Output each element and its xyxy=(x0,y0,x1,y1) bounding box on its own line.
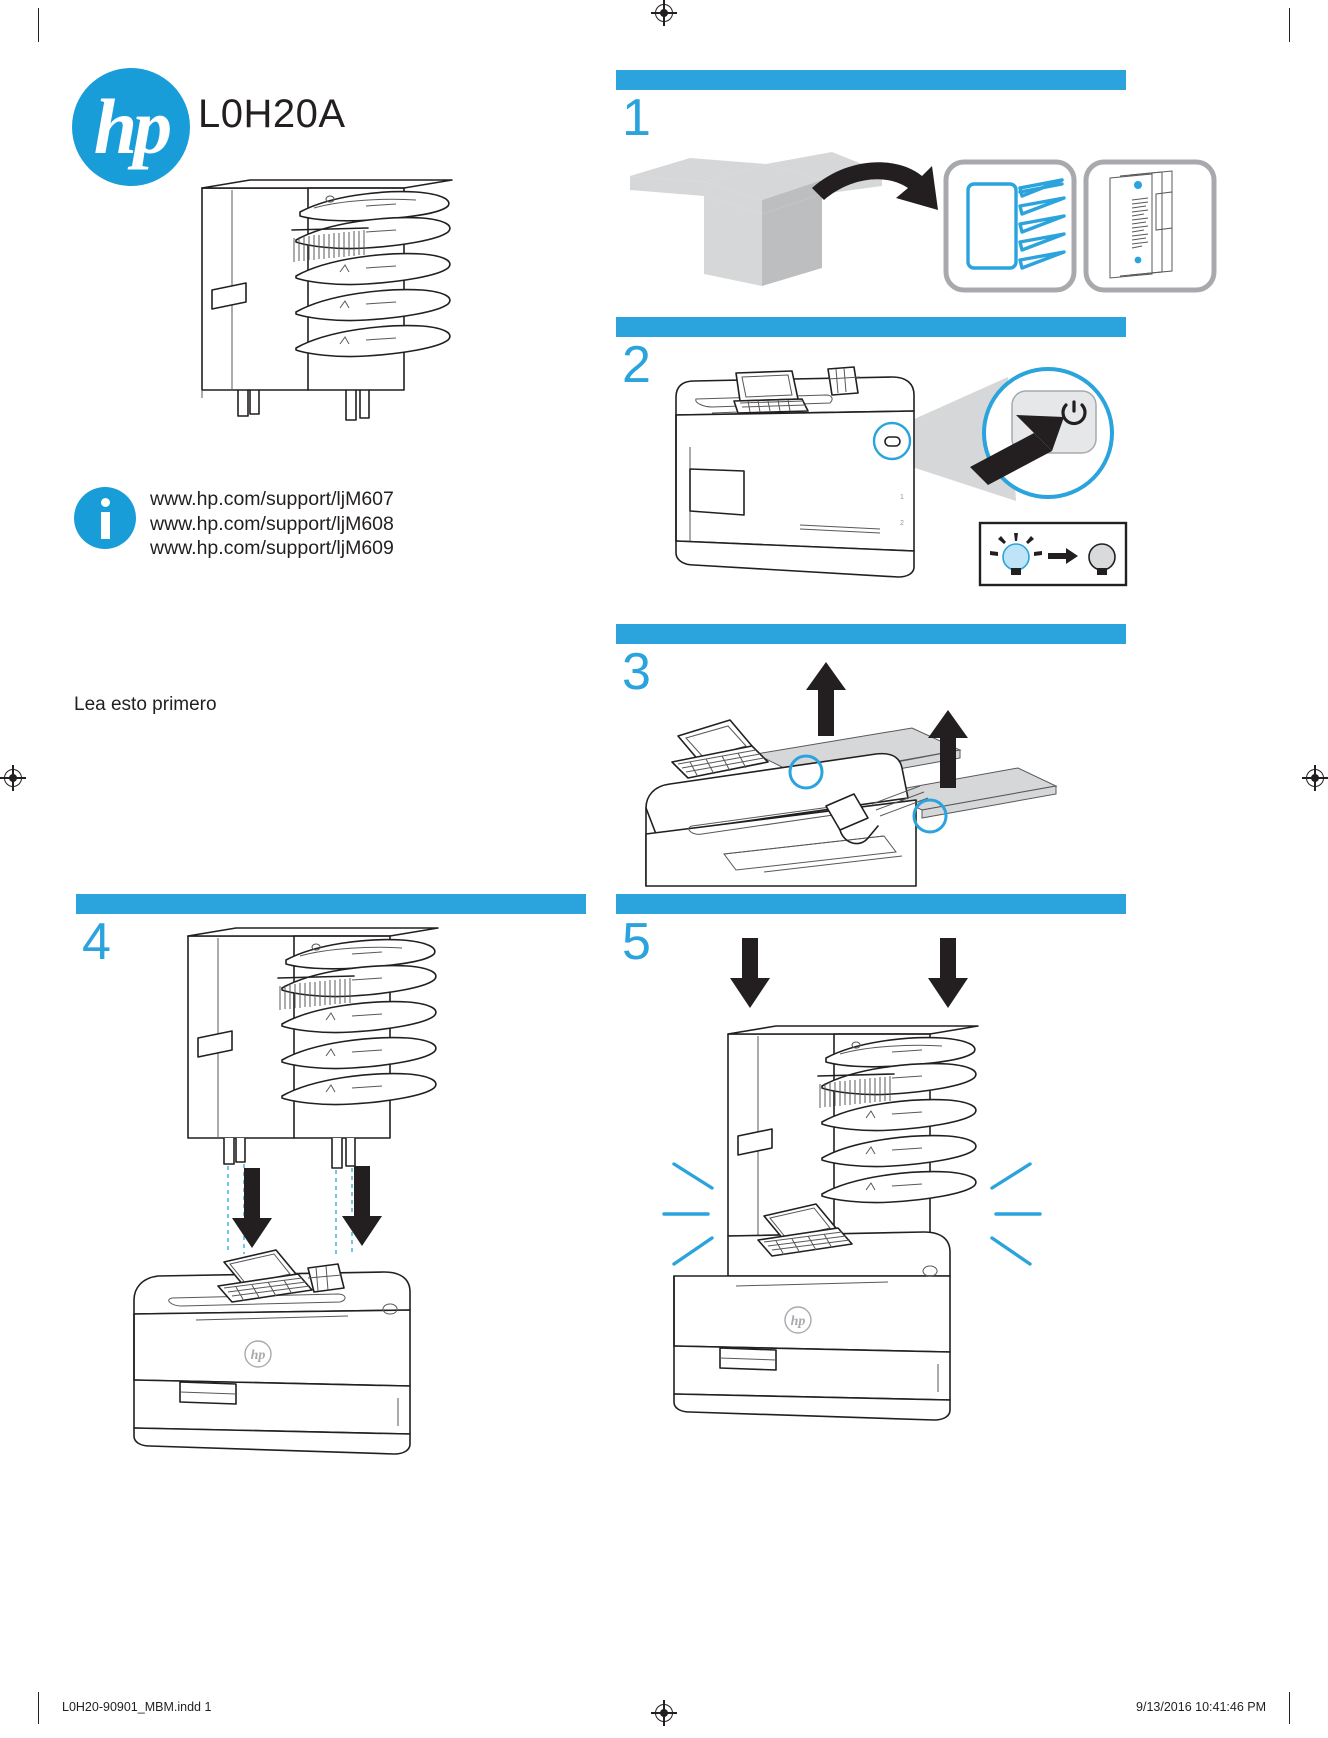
support-urls: www.hp.com/support/ljM607 www.hp.com/sup… xyxy=(150,487,394,561)
step-1-number: 1 xyxy=(622,89,651,147)
step-1-illustration xyxy=(616,128,1217,296)
step-5-number: 5 xyxy=(622,913,651,971)
info-icon xyxy=(74,487,136,549)
step-2: 2 xyxy=(616,317,1128,597)
step-1: 1 xyxy=(616,70,1217,300)
step-5: 5 xyxy=(616,894,1126,1454)
registration-mark-left xyxy=(0,765,26,791)
step-4-number: 4 xyxy=(82,913,111,971)
support-url-2[interactable]: www.hp.com/support/ljM608 xyxy=(150,512,394,535)
step-1-bar xyxy=(616,70,1126,90)
footer-timestamp: 9/13/2016 10:41:46 PM xyxy=(1136,1700,1266,1714)
support-url-1[interactable]: www.hp.com/support/ljM607 xyxy=(150,488,394,510)
step-5-illustration: hp xyxy=(616,924,1126,1454)
hero-mailbox-illustration xyxy=(190,178,460,443)
footer-rule-left xyxy=(38,1692,39,1724)
step-3-bar xyxy=(616,624,1126,644)
step-2-illustration: 1 2 xyxy=(616,355,1128,587)
svg-text:hp: hp xyxy=(791,1314,806,1329)
step-3-illustration xyxy=(616,658,1126,887)
step-4-illustration: hp xyxy=(76,924,586,1455)
svg-text:1: 1 xyxy=(900,494,904,501)
registration-mark-right xyxy=(1302,765,1328,791)
registration-mark-top xyxy=(651,0,677,26)
registration-mark-bottom xyxy=(651,1700,677,1726)
step-5-bar xyxy=(616,894,1126,914)
step-4: 4 xyxy=(76,894,586,1455)
hp-logo: hp xyxy=(72,68,190,186)
svg-text:hp: hp xyxy=(251,1348,266,1363)
svg-text:2: 2 xyxy=(900,520,904,527)
step-3-number: 3 xyxy=(622,643,651,701)
footer-filename: L0H20-90901_MBM.indd 1 xyxy=(62,1700,212,1714)
step-2-number: 2 xyxy=(622,336,651,394)
support-url-3[interactable]: www.hp.com/support/ljM609 xyxy=(150,537,394,559)
step-2-bar xyxy=(616,317,1126,337)
crop-mark-top-left-v xyxy=(38,8,39,42)
step-4-bar xyxy=(76,894,586,914)
read-first-label: Lea esto primero xyxy=(74,694,217,715)
footer-rule-right xyxy=(1289,1692,1290,1724)
crop-mark-top-right-v xyxy=(1289,8,1290,42)
hp-logo-wordmark: hp xyxy=(93,83,172,170)
step-3: 3 xyxy=(616,624,1126,887)
model-number: L0H20A xyxy=(198,92,346,136)
